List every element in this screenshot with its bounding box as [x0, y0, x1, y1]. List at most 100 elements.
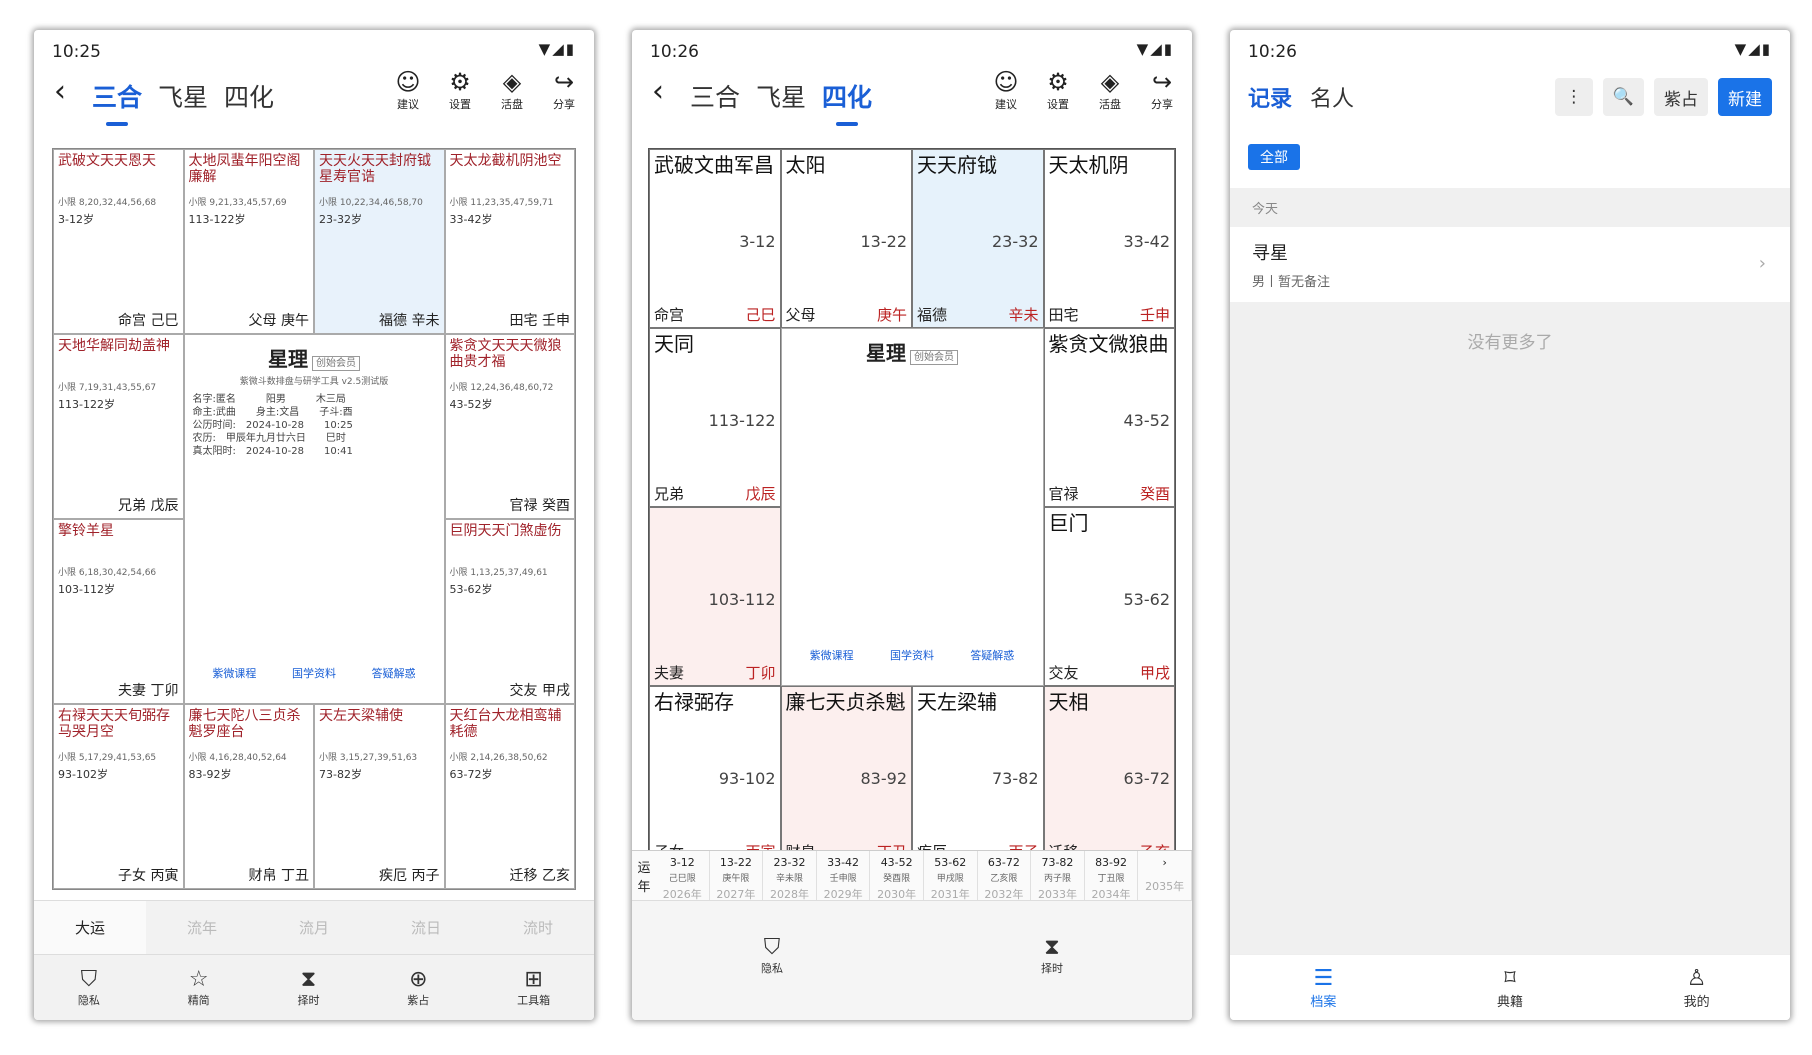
- back-icon[interactable]: ‹: [652, 74, 664, 109]
- hourglass-icon: ⧗: [1044, 935, 1060, 960]
- period-liuyue[interactable]: 流月: [298, 919, 329, 937]
- tab-records[interactable]: 记录: [1248, 87, 1293, 112]
- chart-center: 星理创始会员 紫微斗数排盘与研学工具 v2.5测试版 名字:匿名 阳男 木三局命…: [183, 334, 445, 704]
- resources-button[interactable]: 国学资料: [889, 649, 934, 662]
- faq-button[interactable]: 答疑解惑: [970, 649, 1015, 662]
- settings-button[interactable]: ⚙设置: [1042, 68, 1074, 112]
- list-item[interactable]: 寻星 男丨暂无备注 ›: [1230, 227, 1790, 302]
- period-selector: 大运 流年 流月 流日 流时: [34, 901, 594, 955]
- share-button[interactable]: ↪分享: [548, 68, 580, 112]
- ziwei-divination-button[interactable]: 紫占: [1654, 78, 1708, 116]
- ziwei-divination-button[interactable]: ⊕紫占: [407, 967, 430, 1007]
- filter-all-chip[interactable]: 全部: [1248, 144, 1300, 170]
- toolbox-button[interactable]: ⊞工具箱: [517, 967, 551, 1007]
- tab-sihua[interactable]: 四化: [224, 83, 275, 112]
- tab-celebrities[interactable]: 名人: [1310, 87, 1355, 112]
- app-title: 星理创始会员: [193, 343, 436, 372]
- star-icon: ☆: [188, 967, 209, 992]
- live-chart-button[interactable]: ◈活盘: [496, 68, 528, 112]
- tab-feixing[interactable]: 飞星: [158, 83, 209, 112]
- tab-archive[interactable]: ☰档案: [1310, 965, 1337, 1010]
- tab-feixing[interactable]: 飞星: [756, 83, 807, 112]
- period-liuri[interactable]: 流日: [410, 919, 441, 937]
- tab-profile[interactable]: ♙我的: [1683, 965, 1710, 1010]
- hourglass-icon: ⧗: [300, 967, 317, 992]
- gear-icon: ⚙: [449, 68, 471, 96]
- live-chart-button[interactable]: ◈活盘: [1094, 68, 1126, 112]
- tab-sihua[interactable]: 四化: [822, 78, 872, 126]
- resources-button[interactable]: 国学资料: [291, 667, 336, 680]
- privacy-button[interactable]: ⛉隐私: [77, 967, 100, 1007]
- list-icon: ☰: [1313, 965, 1334, 991]
- date-header: 今天: [1252, 202, 1279, 217]
- status-bar: 10:25 ▼◢▮: [34, 30, 594, 64]
- shield-icon: ⛉: [80, 967, 98, 992]
- period-dayun[interactable]: 大运: [34, 901, 146, 954]
- new-button[interactable]: 新建: [1718, 78, 1772, 116]
- privacy-button[interactable]: ⛉隐私: [761, 935, 783, 975]
- chevron-right-icon: ›: [1758, 253, 1766, 274]
- tab-books[interactable]: ⌑典籍: [1496, 965, 1523, 1010]
- choose-time-button[interactable]: ⧗择时: [297, 967, 320, 1007]
- search-icon[interactable]: 🔍: [1602, 78, 1644, 116]
- period-liushi[interactable]: 流时: [522, 919, 553, 937]
- next-chevron-icon[interactable]: ›2035年: [1138, 851, 1192, 900]
- tab-sanhe[interactable]: 三合: [92, 78, 142, 126]
- back-icon[interactable]: ‹: [54, 74, 66, 109]
- phone-sihua: 10:26▼◢▮ ‹ 三合 飞星 四化 ☺建议 ⚙设置 ◈活盘 ↪分享 武破文曲…: [632, 30, 1192, 1020]
- simple-button[interactable]: ☆精简: [187, 967, 210, 1007]
- top-nav: 记录 名人 ⋮ 🔍 紫占 新建: [1230, 64, 1790, 130]
- settings-button[interactable]: ⚙设置: [444, 68, 476, 112]
- status-time: 10:25: [52, 42, 101, 62]
- share-button[interactable]: ↪分享: [1146, 68, 1178, 112]
- course-button[interactable]: 紫微课程: [212, 667, 257, 680]
- period-liunian[interactable]: 流年: [186, 919, 217, 937]
- suggest-button[interactable]: ☺建议: [990, 68, 1022, 112]
- more-menu-icon[interactable]: ⋮: [1554, 78, 1593, 116]
- course-button[interactable]: 紫微课程: [809, 649, 854, 662]
- choose-time-button[interactable]: ⧗择时: [1041, 935, 1063, 975]
- signal-icon: ▼◢▮: [538, 40, 576, 58]
- tab-sanhe[interactable]: 三合: [690, 83, 741, 112]
- user-icon: ♙: [1686, 965, 1707, 991]
- globe-icon: ⊕: [409, 967, 428, 992]
- bookmark-icon: ⌑: [1504, 965, 1516, 991]
- suggest-button[interactable]: ☺建议: [392, 68, 424, 112]
- faq-button[interactable]: 答疑解惑: [371, 667, 416, 680]
